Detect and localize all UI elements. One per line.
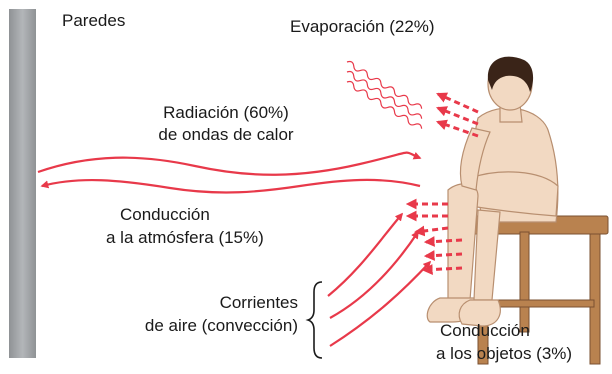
conduction-objects-label-line2: a los objetos (3%) <box>436 344 573 363</box>
hair <box>487 56 534 92</box>
conduction-air-arrows <box>405 198 463 275</box>
convection-label-line1: Corrientes <box>219 293 298 312</box>
radiation-label-line2: de ondas de calor <box>158 125 294 144</box>
radiation-arrows <box>37 151 422 194</box>
evaporation-arrows <box>435 92 479 138</box>
evaporation-bands <box>346 60 423 129</box>
evaporation-label: Evaporación (22%) <box>290 17 435 36</box>
convection-label-line2: de aire (convección) <box>144 316 298 335</box>
person-figure <box>426 57 559 327</box>
walls-label: Paredes <box>62 11 126 30</box>
radiation-label-line1: Radiación (60%) <box>163 103 289 122</box>
conduction-objects-label-line1: Conducción <box>440 321 530 340</box>
convection-arrows <box>327 212 432 347</box>
convection-brace <box>305 281 323 359</box>
conduction-air-label-line2: a la atmósfera (15%) <box>106 228 264 247</box>
wall <box>9 9 36 358</box>
conduction-air-label-line1: Conducción <box>120 205 210 224</box>
